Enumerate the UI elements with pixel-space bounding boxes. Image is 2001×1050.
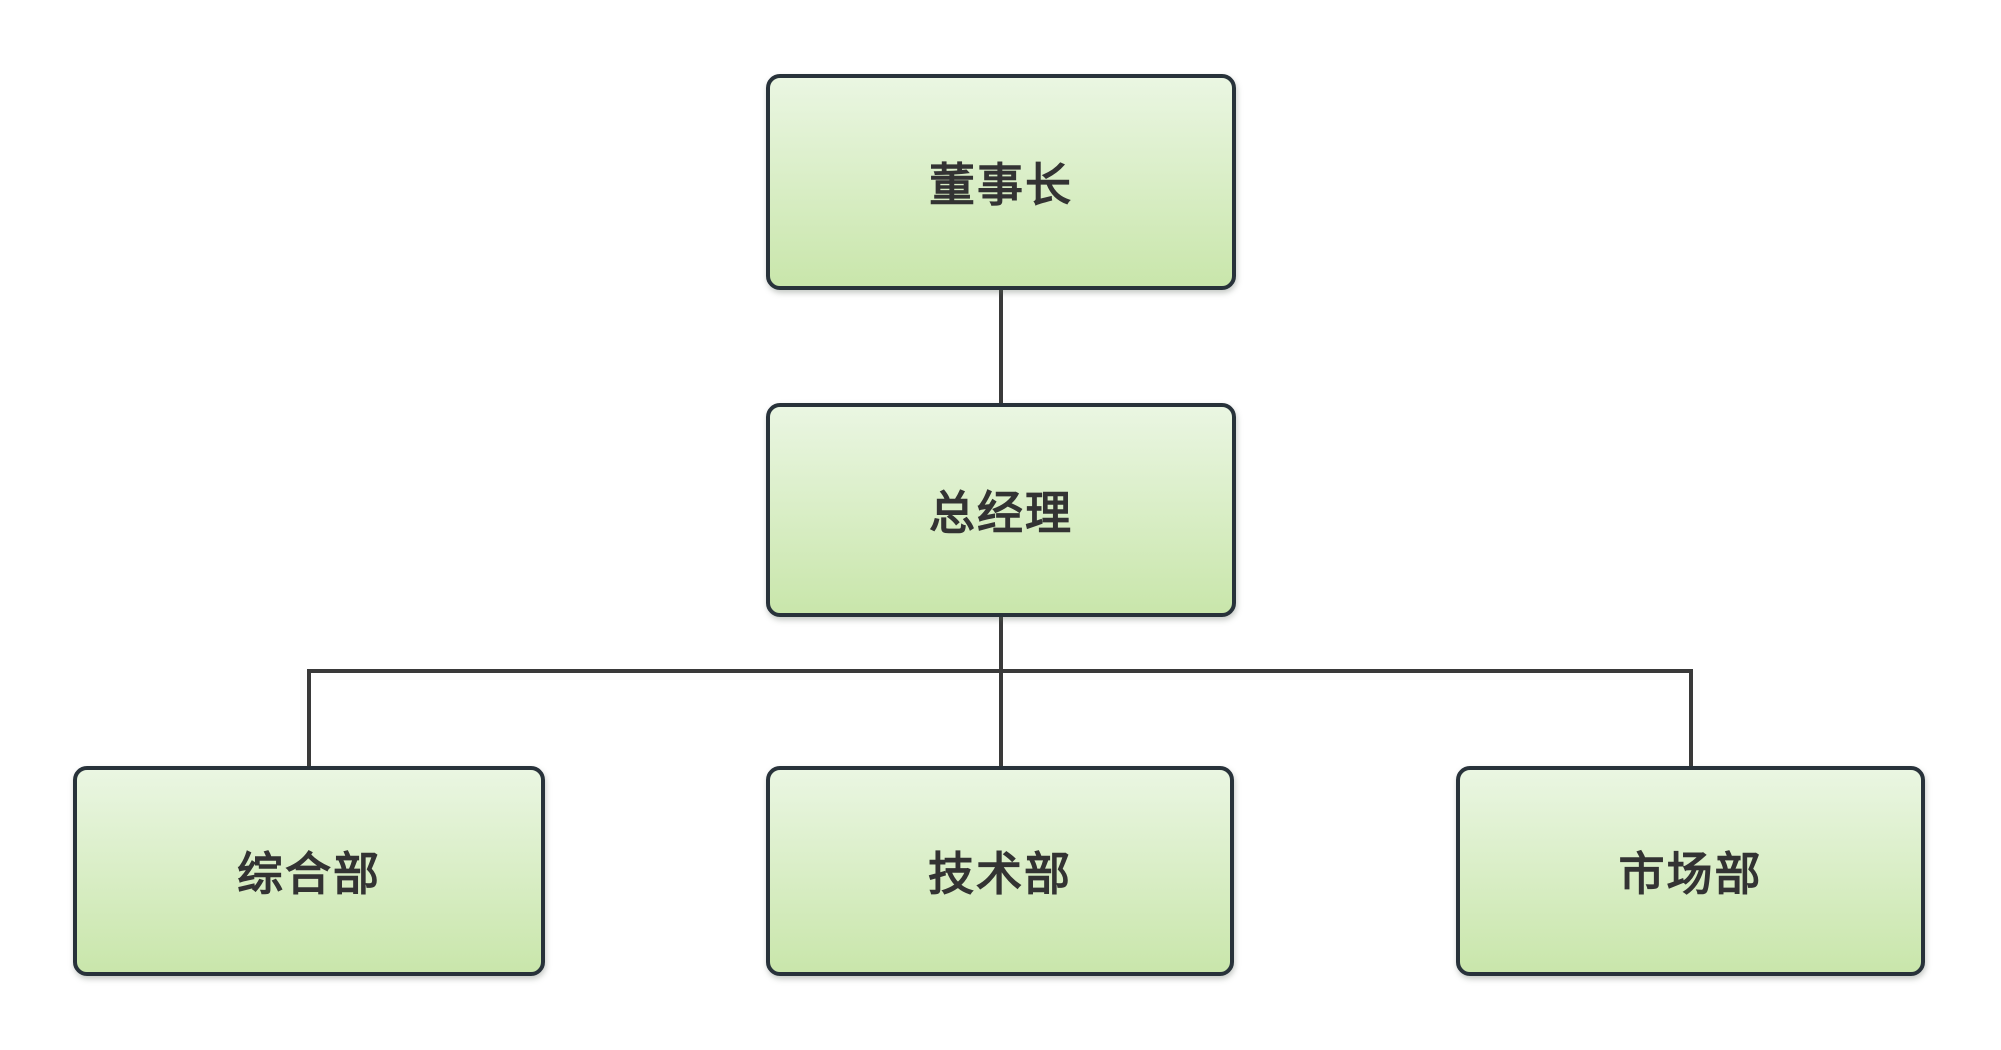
org-node-dept-tech-label: 技术部: [928, 848, 1072, 900]
org-node-chairman[interactable]: 董事长: [766, 74, 1236, 290]
org-node-dept-market[interactable]: 市场部: [1456, 766, 1925, 976]
org-node-dept-general-label: 综合部: [237, 848, 381, 900]
org-node-dept-general[interactable]: 综合部: [73, 766, 545, 976]
org-node-dept-market-label: 市场部: [1618, 848, 1763, 900]
org-node-chairman-label: 董事长: [929, 159, 1073, 211]
edge-general-manager-to-dept-market: [999, 617, 1693, 767]
edge-general-manager-to-dept-general: [307, 617, 1003, 767]
org-node-dept-tech[interactable]: 技术部: [766, 766, 1234, 976]
org-node-general-manager-label: 总经理: [929, 487, 1073, 539]
org-node-general-manager[interactable]: 总经理: [766, 403, 1236, 617]
